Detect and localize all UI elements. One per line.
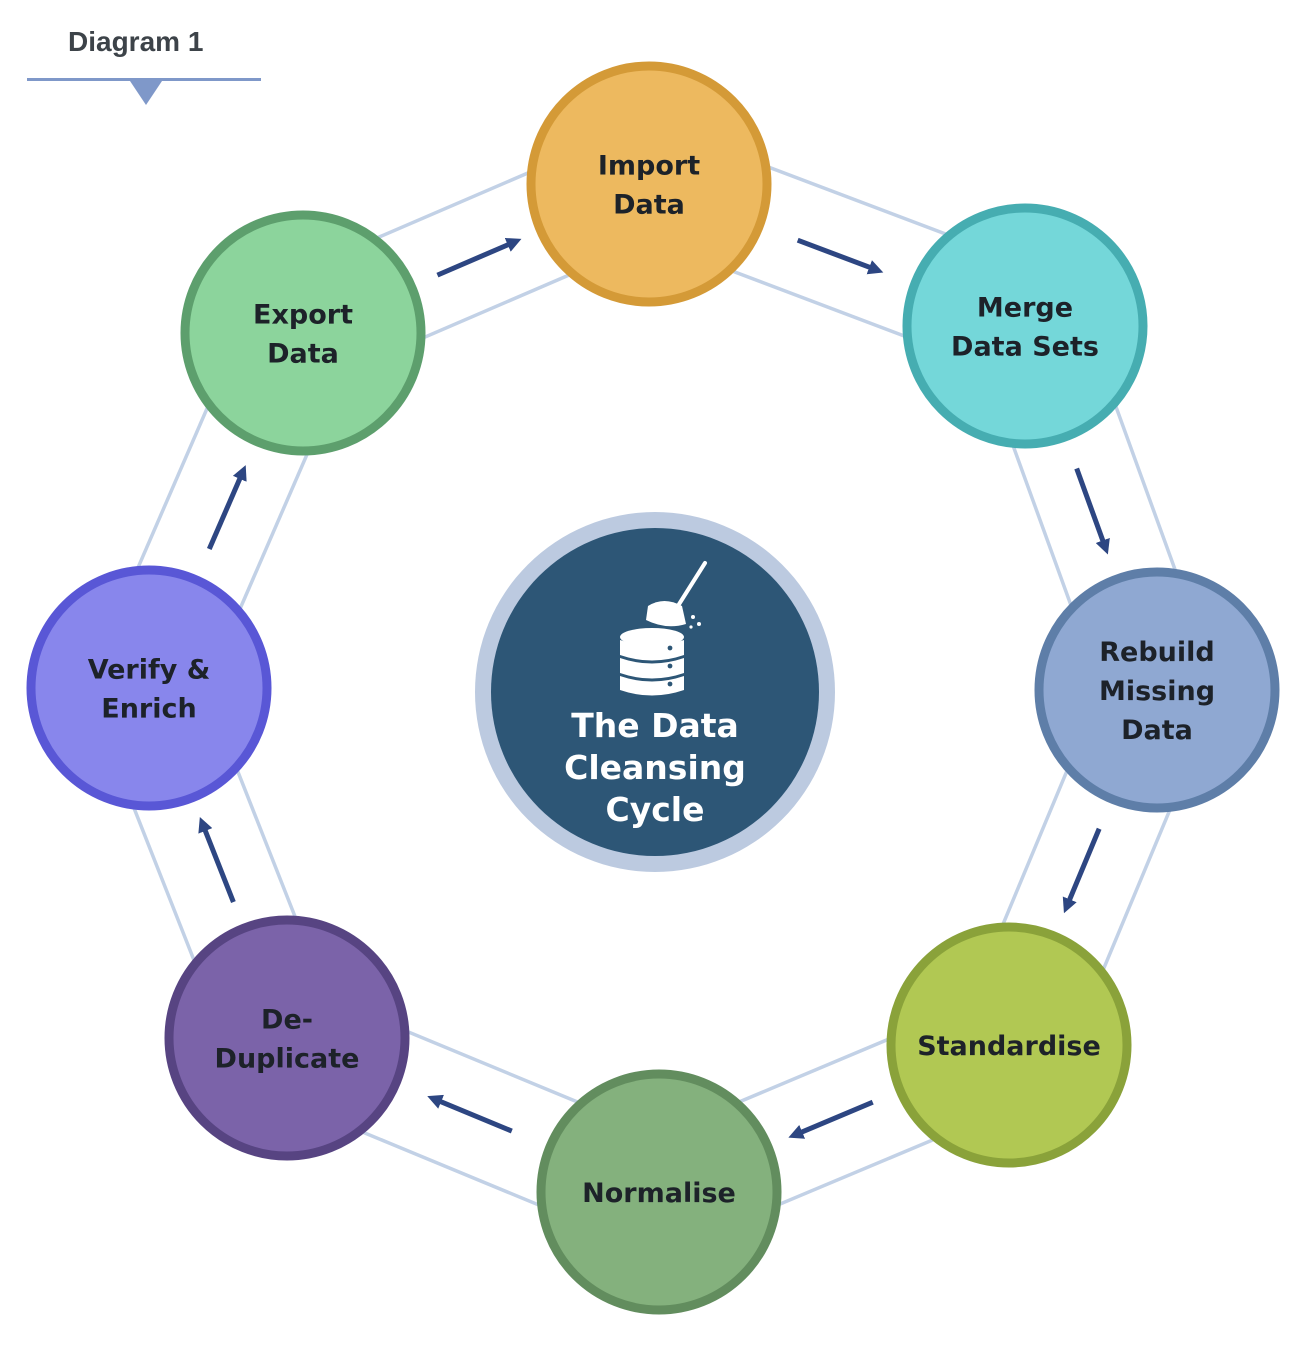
- step-label: Normalise: [582, 1178, 736, 1209]
- step-de-duplicate: De-Duplicate: [164, 915, 410, 1161]
- step-label: De-Duplicate: [215, 1005, 360, 1075]
- flow-arrow-icon: [788, 1099, 874, 1139]
- flow-arrow-icon: [1074, 467, 1110, 555]
- step-circle: [1034, 567, 1280, 813]
- step-label: Verify &Enrich: [88, 655, 211, 725]
- step-circle: [536, 1069, 782, 1315]
- step-verify-enrich: Verify &Enrich: [26, 565, 272, 811]
- cycle-arrows: [198, 237, 1110, 1139]
- step-circle: [180, 210, 426, 456]
- step-standardise: Standardise: [886, 922, 1132, 1168]
- step-circle: [902, 203, 1148, 449]
- flow-arrow-icon: [1062, 827, 1102, 914]
- caption-pointer-icon: [130, 81, 162, 105]
- step-label: Standardise: [917, 1031, 1101, 1062]
- step-circle: [886, 922, 1132, 1168]
- step-circle: [26, 565, 272, 811]
- flow-arrow-icon: [198, 816, 236, 903]
- flow-arrow-icon: [436, 237, 522, 278]
- flow-arrow-icon: [796, 237, 884, 275]
- caption-underline: [27, 78, 261, 81]
- database-broom-icon: [620, 561, 707, 696]
- step-circle: [526, 61, 772, 307]
- flow-arrow-icon: [427, 1094, 513, 1134]
- flow-arrow-icon: [206, 465, 247, 551]
- step-normalise: Normalise: [536, 1069, 782, 1315]
- step-circle: [164, 915, 410, 1161]
- diagram-caption: Diagram 1: [68, 26, 204, 57]
